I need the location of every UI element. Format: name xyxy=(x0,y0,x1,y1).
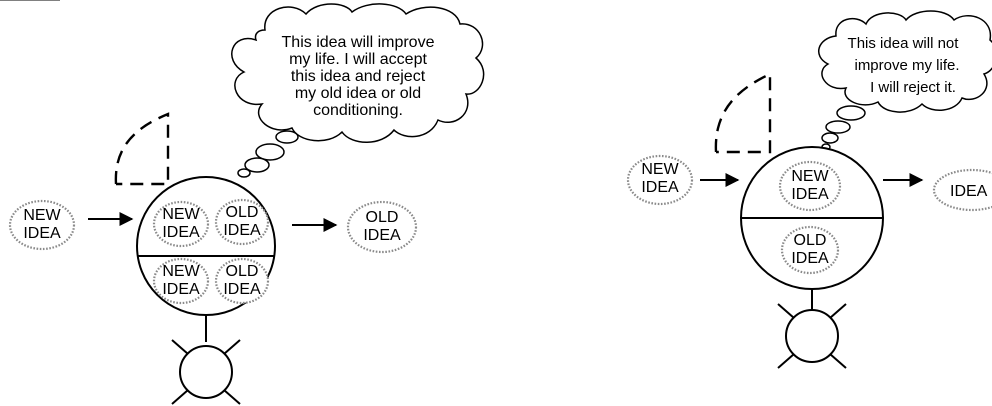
left-thought-line-1: This idea will improve xyxy=(282,34,435,51)
right-thought-line-1: This idea will not xyxy=(848,35,960,52)
svg-text:IDEA: IDEA xyxy=(950,183,988,200)
right-dashed-filter xyxy=(714,72,772,154)
right-figure: This idea will not improve my life. I wi… xyxy=(626,10,992,369)
left-figure: This idea will improve my life. I will a… xyxy=(8,3,485,405)
right-body xyxy=(777,289,847,369)
right-thought-line-2: improve my life. xyxy=(854,57,959,74)
right-output-idea: IDEA xyxy=(932,168,992,212)
left-thought-line-3: this idea and reject xyxy=(291,68,426,85)
left-thought-line-4: my old idea or old xyxy=(295,85,421,102)
left-dashed-filter xyxy=(114,112,170,186)
left-body xyxy=(171,315,241,405)
left-thought-line-2: my life. I will accept xyxy=(289,51,427,68)
right-thought-line-3: I will reject it. xyxy=(870,79,956,96)
left-thought-cloud: This idea will improve my life. I will a… xyxy=(231,3,485,178)
left-thought-line-5: conditioning. xyxy=(313,102,403,119)
right-thought-cloud: This idea will not improve my life. I wi… xyxy=(818,10,992,151)
